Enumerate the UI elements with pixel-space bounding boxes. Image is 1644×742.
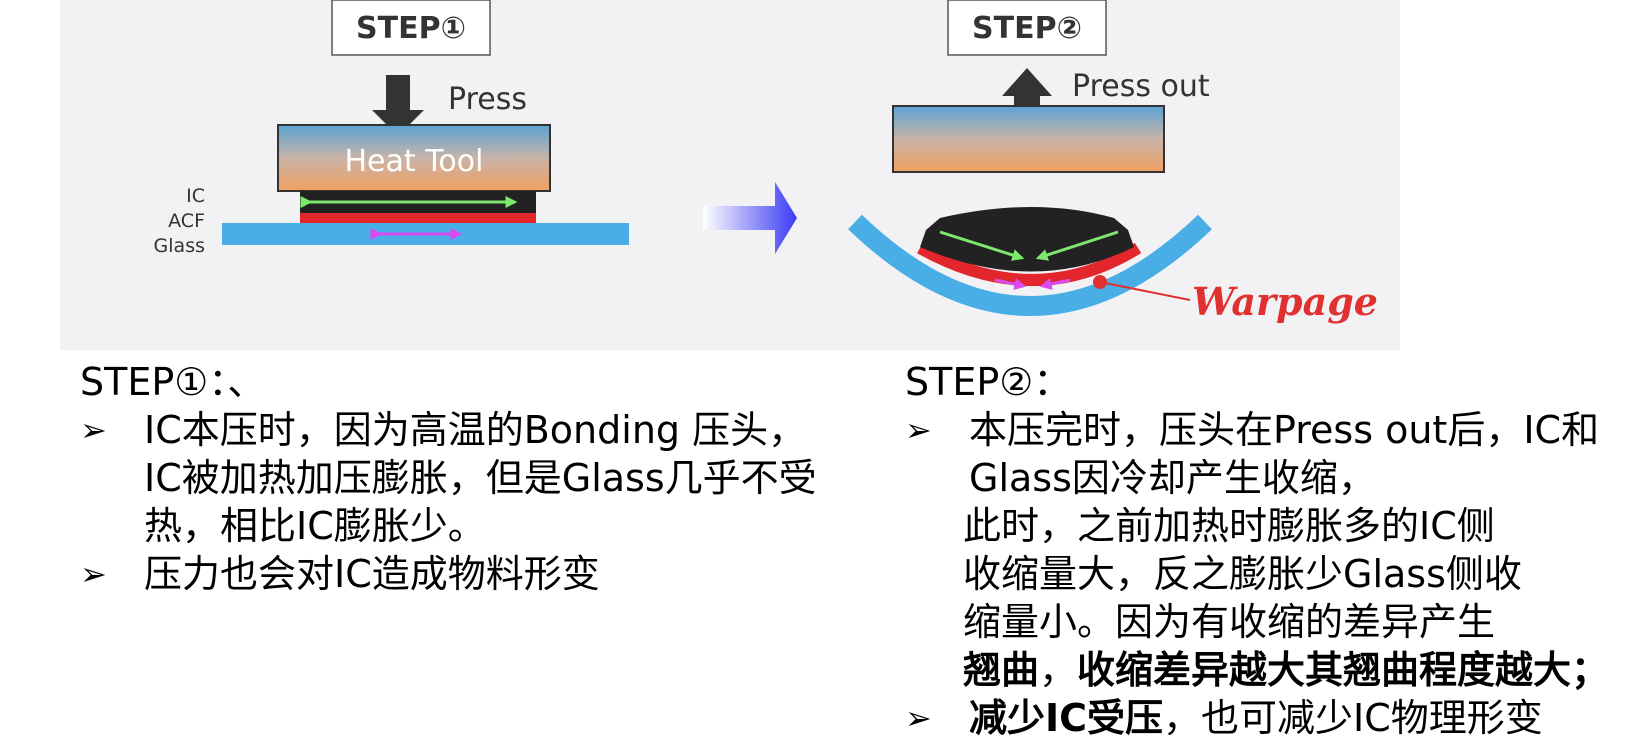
step2-bullet-2: ➢ 减少IC受压，也可减少IC物理形变 [905,694,1644,742]
ic-contraction-arrow-right-icon [1035,230,1119,261]
step2-bullet-2-normal: ，也可减少IC物理形变 [1163,696,1543,740]
warped-acf [917,242,1142,286]
warped-glass [848,214,1212,316]
step1-bullet-2-text: 压力也会对IC造成物料形变 [144,552,600,596]
step1-heading: STEP①：、 [80,360,266,404]
step1-bullet-1: ➢ IC本压时，因为高温的Bonding 压头， IC被加热加压膨胀，但是Gla… [80,406,840,550]
step2-bullet-1-line-5: 缩量小。因为有收缩的差异产生 [963,600,1496,644]
ic-layer-label: IC [186,185,205,207]
step2-bullet-2-bold: 减少IC受压 [969,696,1164,740]
press-down-arrow-icon [372,75,424,136]
step2-bullet-1-line-1: 本压完时，压头在Press out后，IC和 [969,408,1600,452]
press-label: Press [448,82,527,117]
warpage-label: Warpage [1192,279,1378,324]
glass-contraction-arrow-right-icon [1039,278,1071,290]
comma: ， [1039,648,1078,692]
step2-bullet-1: ➢ 本压完时，压头在Press out后，IC和 Glass因冷却产生收缩， [905,406,1644,502]
step2-description: STEP②： ➢ 本压完时，压头在Press out后，IC和 Glass因冷却… [905,360,1644,742]
step2-label-box: STEP② [947,0,1107,56]
bullet-arrow-icon: ➢ [80,411,107,449]
warpage-leader-line [1099,281,1191,301]
step2-bullet-1-line-3: 此时，之前加热时膨胀多的IC侧 [963,504,1495,548]
ic-contraction-arrow-left-icon [939,230,1025,261]
bullet-arrow-icon: ➢ [80,555,107,593]
warpage-term: 翘曲 [963,648,1040,692]
transition-arrow-icon [703,182,797,254]
step1-bullet-1-line-1: IC本压时，因为高温的Bonding 压头， [144,408,807,452]
diagram-panel: STEP① Press Heat Tool IC ACF Glass STEP②… [60,0,1400,350]
step2-bullet-1-line-4: 收缩量大，反之膨胀少Glass侧收 [963,552,1522,596]
step1-bullet-1-line-2: IC被加热加压膨胀，但是Glass几乎不受 [144,456,817,500]
step1-label-box: STEP① [331,0,491,56]
glass-layer-label: Glass [154,235,205,257]
step2-bullet-1-line-2: Glass因冷却产生收缩， [969,456,1376,500]
acf-layer-label: ACF [168,210,205,232]
lifted-heat-tool [892,105,1165,173]
warpage-conclusion: 收缩差异越大其翘曲程度越大； [1077,648,1610,692]
step1-bullet-1-line-3: 热，相比IC膨胀少。 [144,504,486,548]
step2-bullet-1-line-6: 翘曲，收缩差异越大其翘曲程度越大； [905,646,1644,694]
step1-description: STEP①：、 ➢ IC本压时，因为高温的Bonding 压头， IC被加热加压… [80,360,840,598]
warped-ic [920,207,1134,272]
process-diagram: STEP① Press Heat Tool IC ACF Glass STEP②… [154,0,1378,324]
step1-bullet-2: ➢ 压力也会对IC造成物料形变 [80,550,840,598]
bullet-arrow-icon: ➢ [905,411,932,449]
heat-tool [277,124,551,192]
acf-layer [300,213,536,223]
heat-tool-label: Heat Tool [345,144,484,179]
press-out-label: Press out [1072,69,1210,104]
step2-bullet-2-text: 减少IC受压，也可减少IC物理形变 [969,694,1644,742]
step2-heading: STEP②： [905,360,1072,404]
step1-box-text: STEP① [356,11,466,46]
bullet-arrow-icon: ➢ [905,699,932,737]
step2-box-text: STEP② [972,11,1082,46]
glass-contraction-arrow-left-icon [994,278,1027,290]
